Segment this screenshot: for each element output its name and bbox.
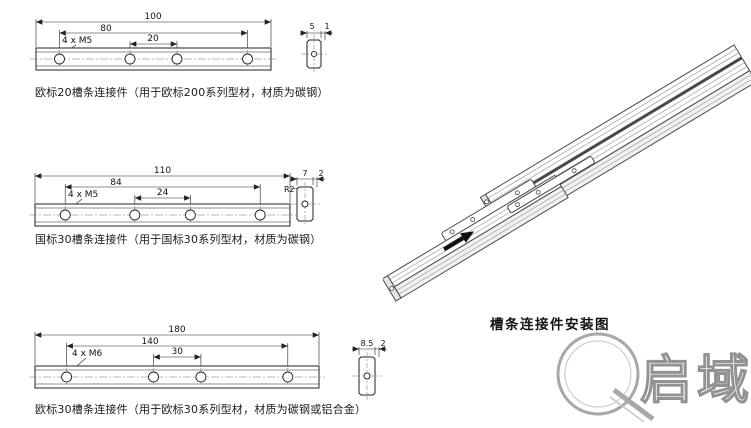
eu30-bar [29,365,325,389]
eu30-end-section [352,352,382,400]
gb30-dim-overall: 110 [154,166,171,176]
eu30-dimension-lines [34,332,320,374]
eu30-end-dims [352,346,387,357]
gb30-end-dims [290,176,325,190]
gb30-caption: 国标30槽条连接件（用于国标30系列型材，材质为碳钢） [35,233,322,246]
eu20-end-section [301,34,327,73]
drawing-eu30-front-view: 180 140 30 4 x M6 [29,325,325,389]
eu20-caption: 欧标20槽条连接件（用于欧标200系列型材，材质为碳钢） [35,86,329,99]
eu20-end-dims [300,30,333,40]
slot-connector-strip-inserted [507,156,595,213]
eu30-dim-overall: 180 [168,325,185,335]
eu30-end-width: 8.5 [361,339,374,348]
eu20-dim-mid: 20 [147,34,159,44]
eu30-caption: 欧标30槽条连接件（用于欧标30系列型材，材质为碳钢或铝合金） [35,403,367,416]
drawing-eu20-end-view: 5 1 [300,22,333,73]
assembly-caption: 槽条连接件安装图 [490,317,610,333]
gb30-bar [29,203,296,227]
brand-text: 启域 [640,351,751,411]
drawing-eu30-end-view: 8.5 2 [352,339,387,400]
gb30-hole-label: 4 x M5 [68,190,98,200]
single-profile [383,156,595,302]
eu20-end-width: 5 [309,22,314,31]
drawing-eu20-front-view: 100 80 20 4 x M5 [30,12,277,71]
eu20-end-step: 1 [324,22,329,31]
eu30-end-step: 2 [380,339,385,348]
eu30-dim-mid: 30 [171,347,183,357]
insertion-arrow-icon [443,231,475,252]
gb30-end-radius: R2 [284,185,295,194]
eu20-dim-span: 80 [100,24,112,34]
eu30-dim-span: 140 [141,337,158,347]
gb30-dim-mid: 24 [157,188,169,198]
brand-q-icon [556,332,655,423]
drawing-gb30-front-view: 110 84 24 4 x M5 [29,166,296,227]
gb30-end-width: 7 [302,169,307,178]
eu30-hole-label: 4 x M6 [72,349,103,359]
watermark-logo: 启域 [556,332,751,423]
drawing-gb30-end-view: 7 2 R2 [284,169,325,226]
eu20-bar [30,47,277,71]
gb30-dim-span: 84 [110,178,122,188]
gb30-end-step: 2 [318,169,323,178]
assembly-diagram [383,44,751,302]
eu20-dim-overall: 100 [144,12,161,22]
gb30-end-section [290,182,320,226]
eu20-hole-label: 4 x M5 [62,36,92,46]
slot-connector-strip [441,179,536,241]
